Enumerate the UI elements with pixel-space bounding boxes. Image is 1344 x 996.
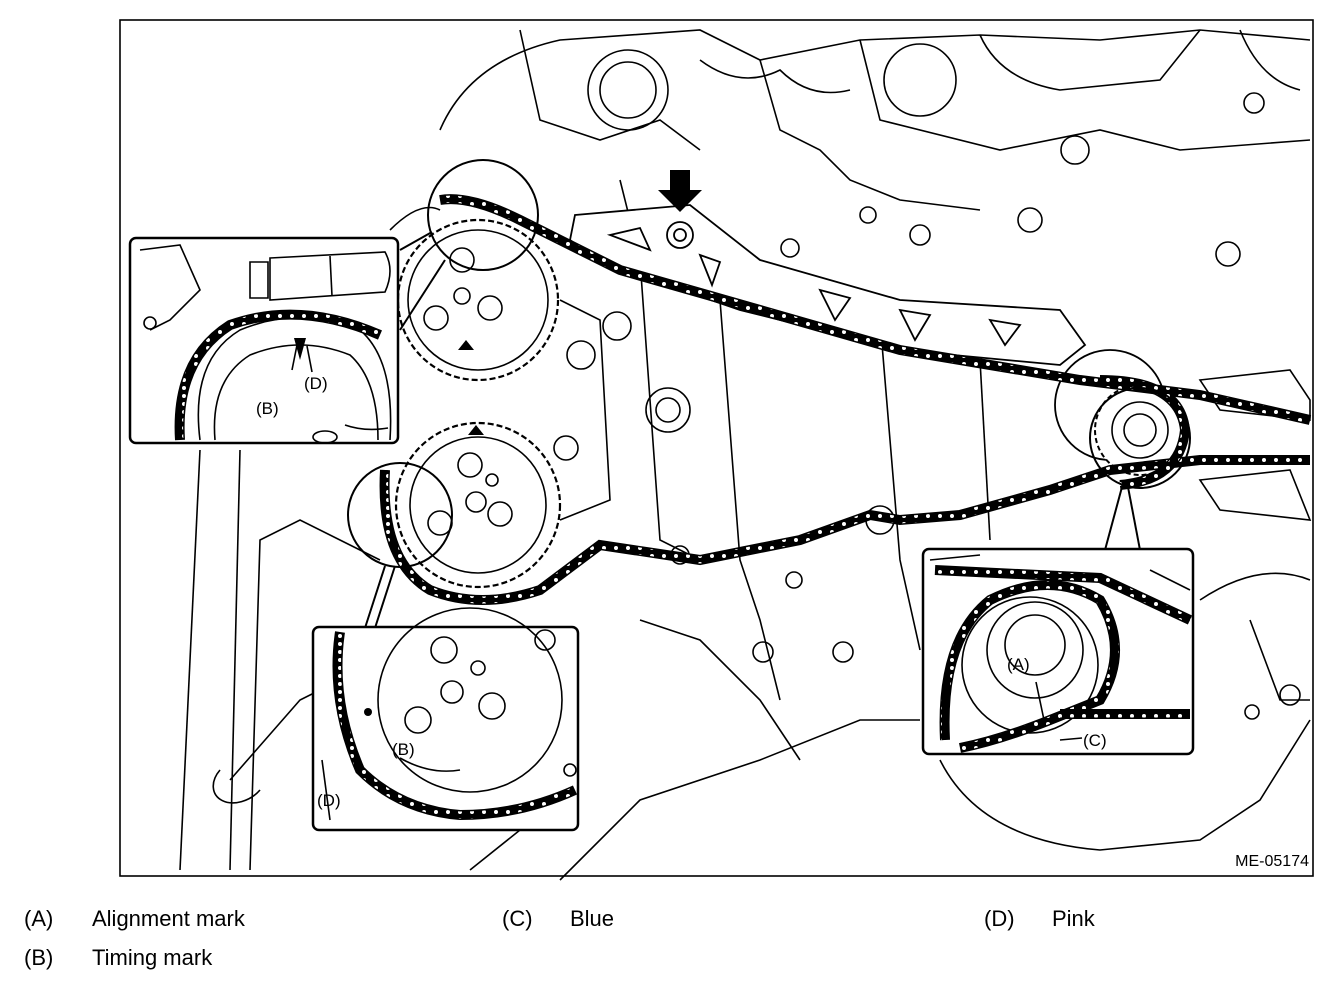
magnifier-circles	[347, 159, 1191, 568]
legend-code: (C)	[502, 906, 533, 931]
callout-inset-cam-b: (B)	[256, 399, 279, 418]
chain-guide-right	[1198, 369, 1312, 521]
engine-block-outline	[179, 29, 1311, 881]
camshaft-sprocket	[396, 218, 560, 382]
callout-inset-cam-d: (D)	[304, 374, 328, 393]
legend-text: Timing mark	[92, 945, 213, 970]
timing-chain	[379, 194, 1312, 605]
inset-leader-lines	[364, 231, 1141, 629]
legend-text: Blue	[570, 906, 615, 931]
legend-code: (A)	[24, 906, 54, 931]
inset-idler-detail: (A) (C)	[921, 547, 1195, 756]
legend-text: Alignment mark	[92, 906, 245, 931]
callout-inset-crank-d: (D)	[317, 791, 341, 810]
legend-code: (B)	[24, 945, 54, 970]
inset-camshaft-detail: (B) (D)	[128, 236, 400, 445]
crankshaft-sprocket	[394, 421, 562, 589]
engine-detail-circles	[553, 43, 1301, 720]
callout-inset-idler-c: (C)	[1083, 731, 1107, 750]
inset-crankshaft-detail: (B) (D)	[311, 607, 580, 832]
legend-text: Pink	[1052, 906, 1095, 931]
bolt-pointer-arrow	[658, 170, 702, 212]
legend-code: (D)	[984, 906, 1015, 931]
chain-guide-upper	[569, 204, 1087, 366]
callout-inset-crank-b: (B)	[392, 740, 415, 759]
callout-inset-idler-a: (A)	[1007, 655, 1030, 674]
figure-id: ME-05174	[1235, 853, 1309, 870]
